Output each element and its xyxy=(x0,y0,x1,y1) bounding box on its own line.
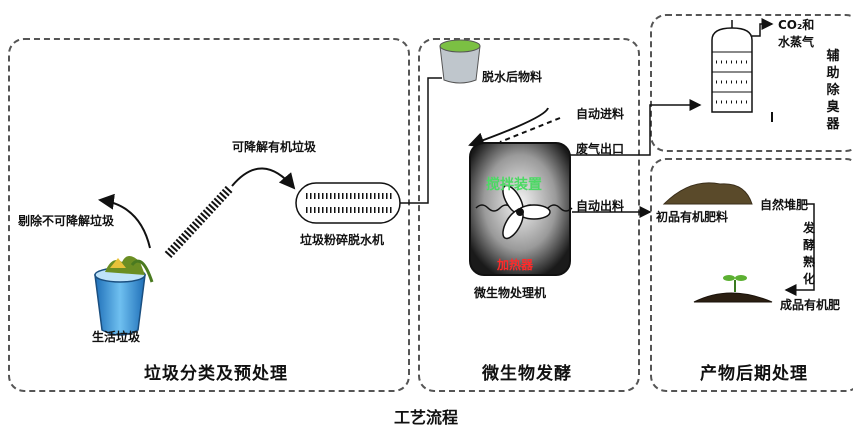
title-postprocess: 产物后期处理 xyxy=(694,359,814,384)
arrow-exhaust xyxy=(570,99,702,156)
panel-deodorize xyxy=(650,14,853,152)
waste-bin-icon xyxy=(94,256,154,336)
bucket-icon xyxy=(439,39,481,84)
panel-fermentation xyxy=(418,38,640,392)
label-exhaust-outlet: 废气出口 xyxy=(576,142,625,156)
arrow-feed xyxy=(468,107,549,148)
label-stirrer: 搅拌装置 xyxy=(486,177,542,193)
label-co2-line1: CO₂和 xyxy=(778,18,815,32)
figure-caption: 工艺流程 xyxy=(394,408,459,427)
arrow-compost xyxy=(784,203,815,296)
label-finished-fertilizer: 成品有机肥 xyxy=(780,298,841,312)
label-remove-nondegradable: 剔除不可降解垃圾 xyxy=(18,214,115,228)
arrow-remove xyxy=(98,193,151,249)
label-primary-fertilizer: 初品有机肥料 xyxy=(656,210,729,224)
label-processor: 微生物处理机 xyxy=(474,286,547,300)
label-heater: 加热器 xyxy=(497,258,534,272)
label-natural-compost: 自然堆肥 xyxy=(760,198,809,212)
label-degradable-waste: 可降解有机垃圾 xyxy=(232,140,317,154)
label-household-waste: 生活垃圾 xyxy=(92,330,141,344)
fertilizer-sprout-icon xyxy=(693,275,773,303)
soil-pile-icon xyxy=(662,182,753,205)
crusher-icon xyxy=(295,182,401,224)
label-auto-discharge: 自动出料 xyxy=(576,199,625,213)
deodorizer-icon xyxy=(711,20,753,113)
label-dewatered-material: 脱水后物料 xyxy=(482,70,543,84)
line-crusher-to-bucket xyxy=(400,77,442,204)
arrow-co2 xyxy=(752,18,774,37)
label-co2-line2: 水蒸气 xyxy=(778,35,815,49)
panel-postprocess xyxy=(650,158,853,392)
hatched-stream xyxy=(164,184,234,259)
dashed-feed xyxy=(499,117,561,143)
label-auto-feed: 自动进料 xyxy=(576,107,625,121)
microbial-processor-icon xyxy=(469,142,573,276)
label-deodorizer-title: 辅助除臭器 xyxy=(826,49,840,132)
panel-pretreatment xyxy=(8,38,410,392)
title-pretreatment: 垃圾分类及预处理 xyxy=(138,359,294,384)
title-fermentation: 微生物发酵 xyxy=(476,359,578,384)
arrow-to-crusher xyxy=(231,167,296,190)
label-fermentation-maturation: 发酵熟化 xyxy=(802,221,815,286)
label-crusher: 垃圾粉碎脱水机 xyxy=(300,233,385,247)
